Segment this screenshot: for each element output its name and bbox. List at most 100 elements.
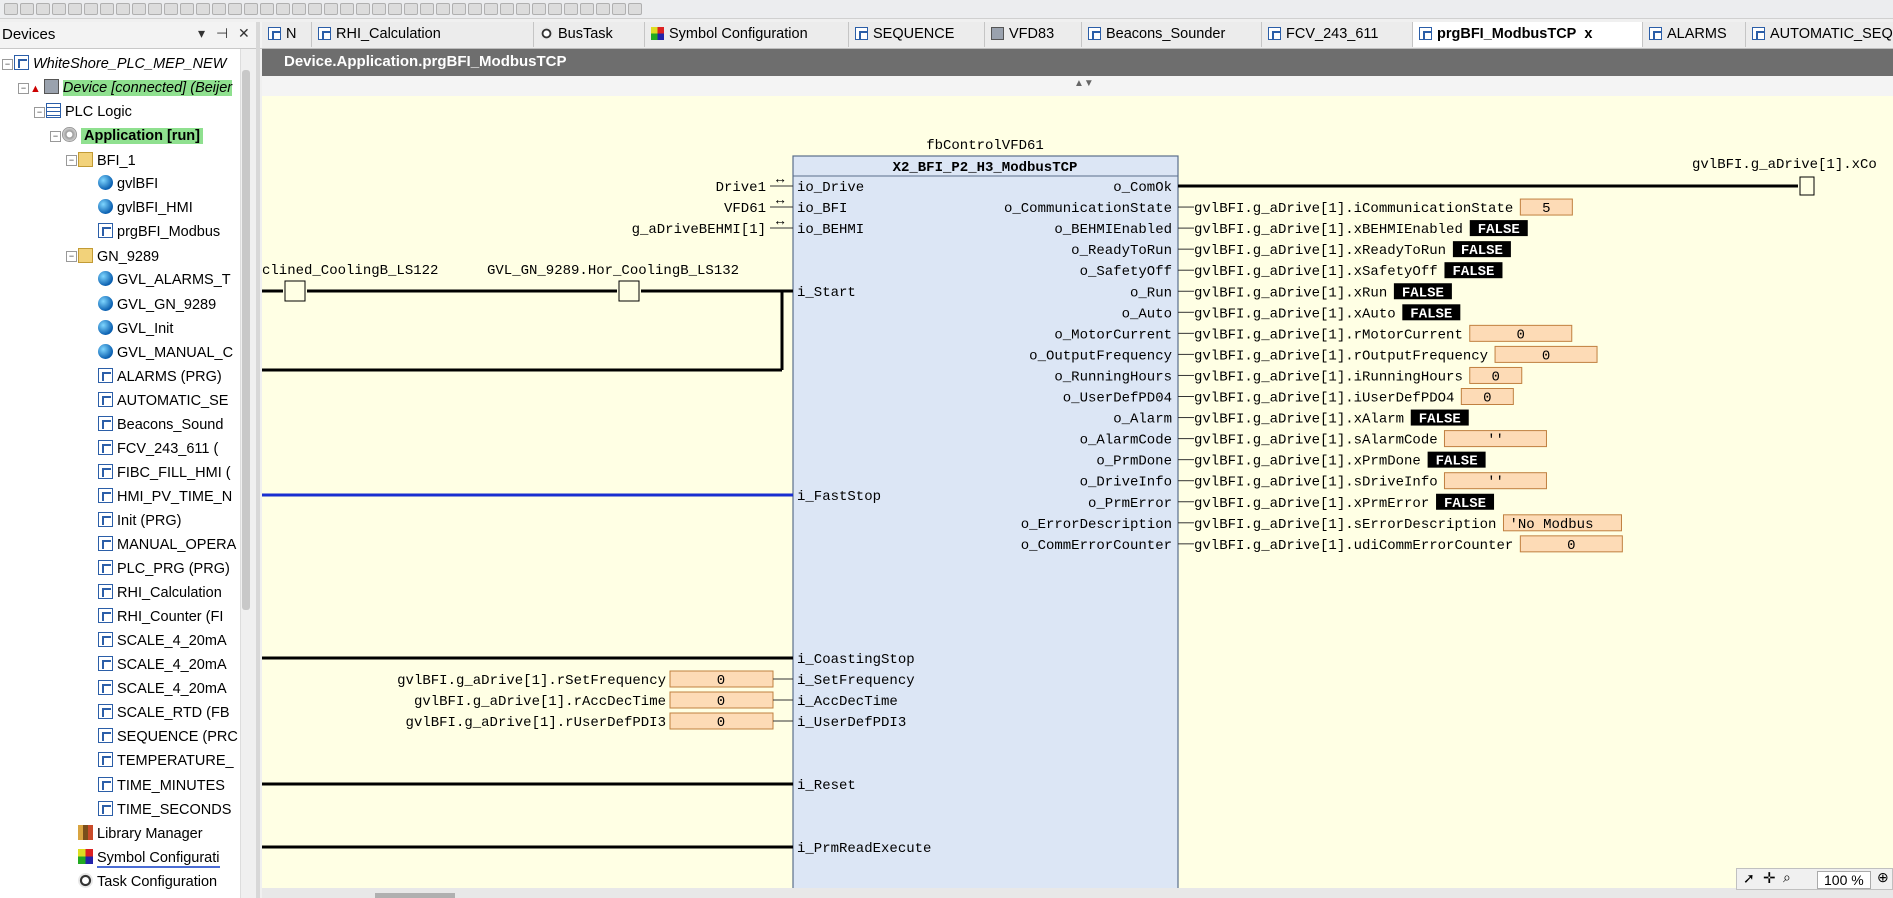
tree-item[interactable]: SEQUENCE (PRC — [98, 726, 238, 748]
tree-item[interactable]: GVL_MANUAL_C — [98, 342, 233, 364]
toolbar-button-icon[interactable] — [68, 3, 82, 15]
tree-item[interactable]: FIBC_FILL_HMI ( — [98, 462, 231, 484]
pan-icon[interactable]: ✛ — [1763, 869, 1776, 887]
tree-item[interactable]: −PLC Logic — [46, 101, 132, 123]
toolbar-button-icon[interactable] — [468, 3, 482, 15]
tree-item[interactable]: SCALE_RTD (FB — [98, 702, 230, 724]
tree-item[interactable]: gvlBFI_HMI — [98, 197, 193, 219]
pin-icon[interactable]: ⊣ — [216, 25, 228, 42]
toolbar-button-icon[interactable] — [404, 3, 418, 15]
toolbar-button-icon[interactable] — [340, 3, 354, 15]
tab-vfd83[interactable]: VFD83 — [985, 22, 1082, 47]
toolbar-button-icon[interactable] — [212, 3, 226, 15]
collapse-icon[interactable]: − — [18, 83, 29, 94]
toolbar-button-icon[interactable] — [388, 3, 402, 15]
collapse-icon[interactable]: ▲▼ — [1074, 78, 1094, 89]
toolbar-button-icon[interactable] — [516, 3, 530, 15]
toolbar-button-icon[interactable] — [276, 3, 290, 15]
tree-item[interactable]: Library Manager — [78, 823, 203, 845]
tree-item[interactable]: Symbol Configurati — [78, 847, 220, 869]
collapse-icon[interactable]: − — [2, 59, 13, 70]
collapse-icon[interactable]: − — [50, 131, 61, 142]
tree-item[interactable]: GVL_GN_9289 — [98, 294, 216, 316]
tab-symbol configuration[interactable]: Symbol Configuration — [645, 22, 849, 47]
tree-item[interactable]: Beacons_Sound — [98, 414, 223, 436]
magnifier-icon[interactable]: ⌕ — [1783, 869, 1791, 886]
toolbar-button-icon[interactable] — [84, 3, 98, 15]
tree-item[interactable]: SCALE_4_20mA — [98, 654, 227, 676]
tree-item[interactable]: −WhiteShore_PLC_MEP_NEW — [14, 53, 226, 75]
toolbar-button-icon[interactable] — [148, 3, 162, 15]
close-icon[interactable]: ✕ — [238, 25, 250, 42]
tree-scrollbar-thumb[interactable] — [242, 70, 250, 610]
toolbar-button-icon[interactable] — [324, 3, 338, 15]
toolbar-button-icon[interactable] — [228, 3, 242, 15]
tab-automatic_sequence[interactable]: AUTOMATIC_SEQUENCE — [1746, 22, 1893, 47]
toolbar-button-icon[interactable] — [372, 3, 386, 15]
toolbar-button-icon[interactable] — [548, 3, 562, 15]
horizontal-scrollbar[interactable] — [262, 888, 1893, 898]
zoom-icon[interactable]: ⊕ — [1877, 869, 1889, 886]
close-tab-icon[interactable]: x — [1584, 26, 1592, 42]
tab-alarms[interactable]: ALARMS — [1643, 22, 1746, 47]
editor-splitter-bar[interactable]: ▲▼ — [262, 76, 1893, 97]
toolbar-button-icon[interactable] — [356, 3, 370, 15]
tree-item[interactable]: gvlBFI — [98, 173, 158, 195]
tree-item[interactable]: −GN_9289 — [78, 245, 159, 267]
tab-prgbfi_modbustcp[interactable]: prgBFI_ModbusTCPx — [1413, 22, 1643, 47]
function-block-diagram[interactable]: fbControlVFD61X2_BFI_P2_H3_ModbusTCPDriv… — [262, 96, 1893, 888]
toolbar-button-icon[interactable] — [484, 3, 498, 15]
toolbar-button-icon[interactable] — [628, 3, 642, 15]
toolbar-button-icon[interactable] — [580, 3, 594, 15]
toolbar-button-icon[interactable] — [36, 3, 50, 15]
tree-item[interactable]: TEMPERATURE_ — [98, 750, 234, 772]
tree-item[interactable]: GVL_Init — [98, 318, 173, 340]
toolbar-button-icon[interactable] — [292, 3, 306, 15]
toolbar-button-icon[interactable] — [20, 3, 34, 15]
coil-icon[interactable] — [1800, 177, 1814, 195]
tree-item[interactable]: Init (PRG) — [98, 510, 181, 532]
tree-item[interactable]: ALARMS (PRG) — [98, 366, 222, 388]
toolbar-button-icon[interactable] — [500, 3, 514, 15]
contact-icon[interactable] — [285, 281, 305, 301]
toolbar-button-icon[interactable] — [116, 3, 130, 15]
toolbar-button-icon[interactable] — [596, 3, 610, 15]
toolbar-button-icon[interactable] — [420, 3, 434, 15]
horizontal-scrollbar-thumb[interactable] — [375, 893, 455, 898]
pointer-icon[interactable]: ➚ — [1743, 870, 1755, 887]
tree-item[interactable]: TIME_SECONDS — [98, 799, 231, 821]
tree-item[interactable]: TIME_MINUTES — [98, 775, 225, 797]
collapse-icon[interactable]: − — [66, 251, 77, 262]
toolbar-button-icon[interactable] — [452, 3, 466, 15]
tree-item[interactable]: −BFI_1 — [78, 149, 136, 171]
tree-item[interactable]: PLC_PRG (PRG) — [98, 558, 230, 580]
tab-beacons_sounder[interactable]: Beacons_Sounder — [1082, 22, 1262, 47]
toolbar-button-icon[interactable] — [564, 3, 578, 15]
tab-n[interactable]: N — [262, 22, 312, 47]
toolbar-button-icon[interactable] — [100, 3, 114, 15]
zoom-level[interactable]: 100 % — [1817, 871, 1871, 889]
tree-item[interactable]: AUTOMATIC_SE — [98, 390, 228, 412]
panel-splitter[interactable] — [256, 22, 260, 898]
toolbar-button-icon[interactable] — [244, 3, 258, 15]
tab-sequence[interactable]: SEQUENCE — [849, 22, 985, 47]
collapse-icon[interactable]: − — [66, 155, 77, 166]
tree-item[interactable]: FCV_243_611 ( — [98, 438, 218, 460]
tree-item[interactable]: −▲Device [connected] (Beijer — [30, 77, 232, 99]
tree-item[interactable]: −Application [run] — [62, 125, 203, 147]
tab-bustask[interactable]: BusTask — [534, 22, 645, 47]
dropdown-icon[interactable]: ▾ — [198, 25, 205, 42]
tree-item[interactable]: RHI_Counter (FI — [98, 606, 223, 628]
tree-item[interactable]: MANUAL_OPERA — [98, 534, 236, 556]
toolbar-button-icon[interactable] — [612, 3, 626, 15]
toolbar-button-icon[interactable] — [52, 3, 66, 15]
tab-fcv_243_611[interactable]: FCV_243_611 — [1262, 22, 1413, 47]
toolbar-button-icon[interactable] — [4, 3, 18, 15]
toolbar-button-icon[interactable] — [436, 3, 450, 15]
toolbar-button-icon[interactable] — [164, 3, 178, 15]
toolbar-button-icon[interactable] — [132, 3, 146, 15]
toolbar-button-icon[interactable] — [532, 3, 546, 15]
collapse-icon[interactable]: − — [34, 107, 45, 118]
toolbar-button-icon[interactable] — [180, 3, 194, 15]
toolbar-button-icon[interactable] — [308, 3, 322, 15]
